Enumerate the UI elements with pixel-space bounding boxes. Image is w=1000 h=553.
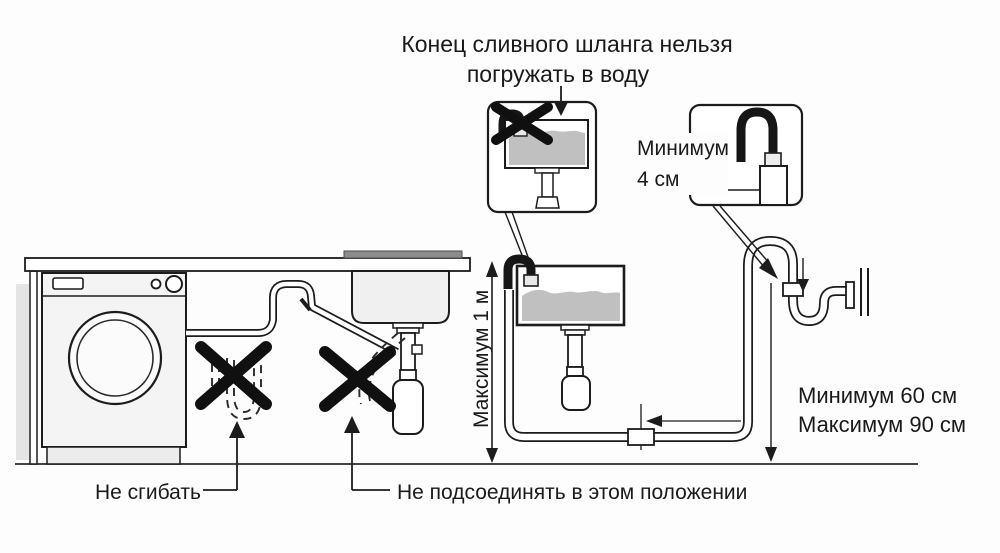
title-line-1: Конец сливного шланга нельзя	[401, 31, 732, 57]
arrow-down-icon	[554, 102, 568, 116]
sink-rim	[343, 250, 463, 259]
washing-machine	[41, 272, 187, 465]
p-trap	[782, 268, 869, 327]
hose-hook-sink-edge	[503, 254, 536, 289]
cross-mark-wrong-position	[319, 346, 396, 412]
mini-pipe-foot	[535, 196, 560, 209]
siphon1-bottle	[392, 379, 424, 435]
callout-pointer-line	[719, 205, 771, 265]
pipe-coupling	[627, 404, 741, 450]
annotation-do-not-connect: Не подсоединять в этом положении	[344, 416, 747, 504]
wall-flange	[845, 281, 855, 309]
callout-pointer-line	[712, 205, 766, 269]
sink2-tailpipe	[567, 334, 583, 368]
arrow-up-icon	[229, 421, 245, 438]
callout-box-min-gap: Минимум 4 см	[632, 103, 809, 292]
siphon2-bottle	[561, 375, 591, 411]
machine-shadow	[16, 284, 29, 460]
sink1-hose-nipple	[411, 344, 423, 355]
label-drain-min: Минимум 60 см	[798, 383, 957, 408]
countertop	[24, 250, 471, 465]
arrow-up-icon	[344, 416, 360, 433]
machine-knob-small	[150, 278, 162, 290]
hooked-hose	[736, 107, 778, 162]
arrow-left-icon	[646, 415, 662, 427]
label-drain-max: Максимум 90 см	[798, 412, 966, 437]
label-min-gap-2: 4 см	[637, 168, 679, 191]
hose-clamp	[299, 297, 312, 312]
counter-slab	[24, 257, 471, 272]
arrow-up-icon	[486, 261, 498, 277]
coupling-body	[627, 428, 655, 446]
standpipe	[759, 165, 788, 206]
cross-stroke	[195, 341, 272, 410]
label-do-not-bend: Не сгибать	[95, 481, 201, 504]
callout-pointer-line	[511, 211, 529, 258]
annotation-do-not-bend: Не сгибать	[95, 421, 245, 504]
arrow-down-icon	[486, 448, 498, 463]
sink2-water	[522, 289, 620, 321]
siphon1-neck	[399, 369, 417, 381]
pipe-inner	[505, 237, 797, 441]
sink1-bowl	[351, 270, 450, 324]
sink-basin-1	[351, 270, 450, 435]
machine-door	[67, 310, 163, 406]
dashed-hose-outer	[226, 358, 262, 420]
cross-mark-bent-hose	[195, 341, 272, 410]
title-line-2: погружать в воду	[467, 61, 650, 87]
hose-inner	[186, 281, 399, 354]
cross-mark-submerged	[491, 102, 553, 145]
drain-hose-from-machine	[186, 280, 399, 356]
label-max-hose-height: Максимум 1 м	[470, 290, 493, 428]
callout-pointer-line	[504, 211, 525, 261]
cross-stroke	[319, 346, 396, 412]
siphon2-neck	[566, 366, 584, 377]
hose-hook-tip	[523, 274, 539, 287]
label-do-not-connect: Не подсоединять в этом положении	[397, 481, 747, 504]
arrow-down-icon	[765, 447, 777, 462]
dimension-max-hose-height: Максимум 1 м	[470, 261, 498, 463]
hose-connector	[764, 152, 782, 167]
trap-inner	[789, 287, 849, 325]
mini-tailpipe	[541, 172, 554, 198]
arrow-pointer-icon	[759, 258, 778, 279]
machine-knob-large	[165, 275, 183, 293]
floor-drain-pipe-and-standpipe	[504, 235, 798, 442]
machine-plinth	[46, 446, 181, 465]
diagram-title: Конец сливного шланга нельзя погружать в…	[401, 31, 733, 116]
detergent-drawer	[52, 277, 84, 290]
mini-sink-water	[509, 128, 585, 165]
label-min-gap-1: Минимум	[637, 137, 729, 160]
machine-door-ring	[76, 319, 154, 397]
callout-box-no-submerge	[486, 100, 598, 261]
dimension-drain-height: Минимум 60 см Максимум 90 см	[765, 283, 966, 462]
dashed-hose-outer	[358, 332, 399, 405]
label-backing	[632, 133, 728, 195]
sink-with-water	[503, 254, 626, 411]
cross-stroke	[491, 102, 553, 145]
counter-left-panel	[29, 270, 38, 465]
arrow-down-icon	[797, 279, 809, 292]
